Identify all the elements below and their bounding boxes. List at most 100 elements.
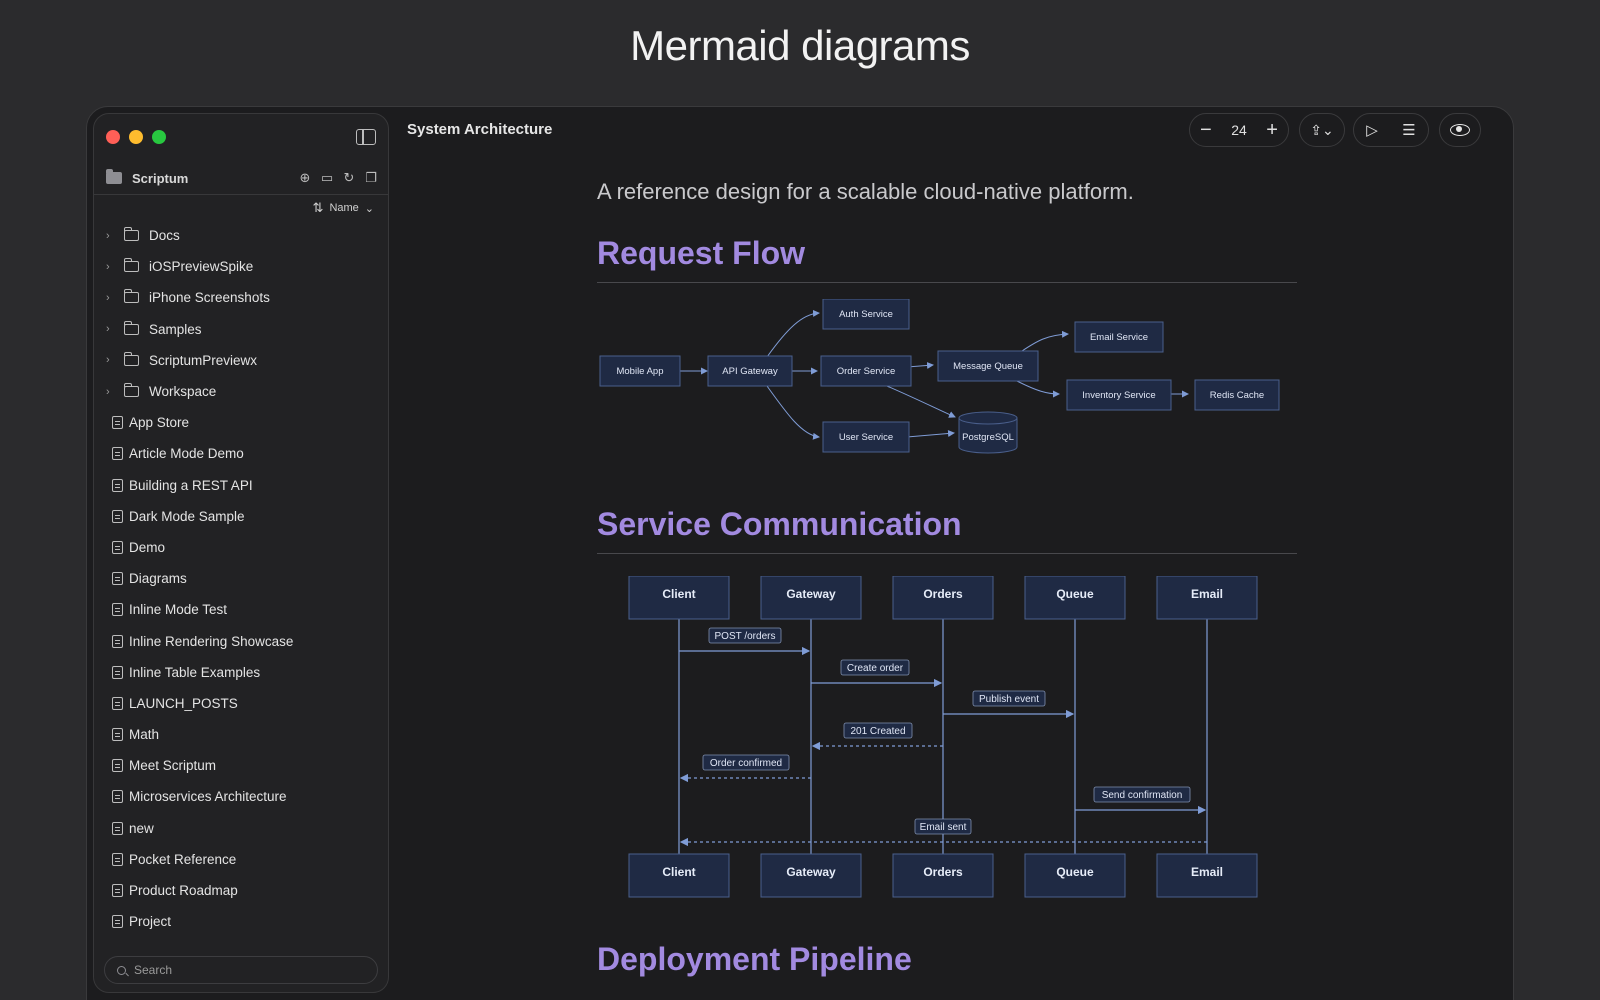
participant-client-bottom (628, 853, 730, 898)
folder-icon (124, 383, 139, 398)
message-send-confirmation: Send confirmation (1102, 790, 1183, 801)
participant-gateway-label: Gateway (786, 587, 836, 601)
sidebar-file[interactable]: Meet Scriptum (94, 750, 388, 781)
share-button[interactable]: ⇪⌄ (1299, 113, 1345, 147)
tree-item-label: Project (129, 914, 172, 930)
tree-item-label: Inline Table Examples (129, 664, 261, 680)
zoom-window-button[interactable] (152, 130, 166, 144)
document-icon (112, 478, 123, 492)
sort-icon: ⇅ (312, 200, 324, 215)
tree-item-label: Diagrams (129, 571, 187, 587)
node-message-queue-label: Message Queue (953, 361, 1023, 372)
play-icon[interactable]: ▷ (1366, 122, 1378, 139)
node-api-gateway (707, 355, 793, 387)
document-icon (112, 540, 123, 554)
sidebar-file[interactable]: Dark Mode Sample (94, 501, 388, 532)
folder-icon (124, 227, 139, 242)
zoom-in-button[interactable]: + (1266, 119, 1278, 141)
copy-icon[interactable]: ❐ (365, 170, 377, 185)
participant-orders-label-bottom: Orders (923, 865, 963, 879)
message-publish-event: Publish event (979, 694, 1039, 705)
refresh-icon[interactable]: ↻ (343, 170, 355, 185)
participant-queue-label-bottom: Queue (1056, 865, 1094, 879)
chevron-right-icon[interactable]: › (106, 229, 110, 242)
chevron-down-icon: ⌄ (364, 202, 374, 215)
new-folder-icon[interactable]: ▭ (320, 170, 334, 185)
search-field[interactable] (104, 956, 378, 984)
document-icon (112, 447, 123, 461)
edge-user-postgres (906, 430, 955, 438)
document-icon (112, 603, 123, 617)
participant-gateway-bottom (760, 853, 862, 898)
document-icon (112, 696, 123, 710)
search-input[interactable] (134, 963, 354, 977)
sidebar-folder[interactable]: ›iPhone Screenshots (94, 282, 388, 313)
sidebar-file[interactable]: Article Mode Demo (94, 438, 388, 469)
sidebar-file[interactable]: new (94, 813, 388, 844)
file-tree: ›Docs›iOSPreviewSpike›iPhone Screenshots… (94, 220, 388, 937)
tree-item-label: Article Mode Demo (129, 446, 244, 462)
sidebar-folder[interactable]: ›iOSPreviewSpike (94, 251, 388, 282)
edge-queue-email (1021, 330, 1069, 352)
tree-item-label: Inline Mode Test (129, 602, 228, 618)
folder-icon (106, 169, 122, 184)
sidebar-folder[interactable]: ›Docs (94, 220, 388, 251)
document-content: A reference design for a scalable cloud-… (597, 179, 1297, 988)
sidebar-file[interactable]: Inline Rendering Showcase (94, 625, 388, 656)
participant-email-bottom (1156, 853, 1258, 898)
sidebar-file[interactable]: Pocket Reference (94, 844, 388, 875)
tree-item-label: ScriptumPreviewx (149, 352, 258, 368)
search-icon (117, 965, 126, 975)
sidebar-folder[interactable]: › ScriptumPreviewx (94, 345, 388, 376)
eye-icon (1450, 124, 1470, 136)
sidebar-divider (94, 194, 388, 195)
sidebar-folder[interactable]: ›Workspace (94, 376, 388, 407)
sidebar-file[interactable]: Inline Mode Test (94, 594, 388, 625)
sidebar-file[interactable]: Inline Table Examples (94, 657, 388, 688)
message-box-email-sent (914, 818, 972, 835)
sidebar-file[interactable]: Diagrams (94, 563, 388, 594)
edge-gateway-user (766, 385, 820, 440)
sidebar-file[interactable]: Building a REST API (94, 470, 388, 501)
tree-item-label: new (129, 820, 154, 836)
node-auth-service (822, 298, 910, 330)
chevron-right-icon[interactable]: › (106, 260, 110, 273)
participant-client-label-bottom: Client (662, 865, 695, 879)
sidebar-file[interactable]: Project (94, 906, 388, 937)
request-flow-diagram: Mobile App API Gateway Auth Service Orde… (599, 298, 1280, 454)
sidebar: Scriptum ⊕ ▭ ↻ ❐ ⇅ Name ⌄ ›Docs›iOSPrevi… (93, 113, 389, 993)
sidebar-file[interactable]: Math (94, 719, 388, 750)
sidebar-toggle-icon[interactable] (356, 129, 376, 145)
chevron-right-icon[interactable]: › (106, 354, 110, 367)
edge-queue-inventory (1016, 380, 1060, 398)
node-email-service (1074, 321, 1164, 353)
heading-request-flow: Request Flow (597, 235, 1297, 283)
sidebar-file[interactable]: Microservices Architecture (94, 781, 388, 812)
sort-control[interactable]: ⇅ Name ⌄ (313, 200, 374, 216)
chevron-right-icon[interactable]: › (106, 323, 110, 336)
close-window-button[interactable] (106, 130, 120, 144)
participant-client-label: Client (662, 587, 695, 601)
chevron-right-icon[interactable]: › (106, 291, 110, 304)
chevron-right-icon[interactable]: › (106, 385, 110, 398)
app-window: Scriptum ⊕ ▭ ↻ ❐ ⇅ Name ⌄ ›Docs›iOSPrevi… (86, 106, 1514, 1000)
edge-gateway-auth (766, 309, 820, 358)
message-box-201-created (843, 722, 913, 739)
sidebar-file[interactable]: Demo (94, 532, 388, 563)
preview-toggle-button[interactable] (1439, 113, 1481, 147)
outline-icon[interactable]: ☰ (1402, 122, 1416, 139)
sidebar-file[interactable]: App Store (94, 407, 388, 438)
zoom-out-button[interactable]: − (1200, 119, 1212, 141)
sidebar-folder[interactable]: ›Samples (94, 314, 388, 345)
sidebar-file[interactable]: Product Roadmap (94, 875, 388, 906)
new-file-icon[interactable]: ⊕ (299, 170, 311, 185)
participant-orders-top (892, 575, 994, 620)
tree-item-label: Math (129, 727, 160, 743)
sidebar-file[interactable]: LAUNCH_POSTS (94, 688, 388, 719)
document-icon (112, 634, 123, 648)
node-inventory-service-label: Inventory Service (1082, 390, 1155, 401)
project-header: Scriptum ⊕ ▭ ↻ ❐ (106, 166, 378, 190)
minimize-window-button[interactable] (129, 130, 143, 144)
tree-item-label: Pocket Reference (129, 851, 237, 867)
document-icon (112, 728, 123, 742)
